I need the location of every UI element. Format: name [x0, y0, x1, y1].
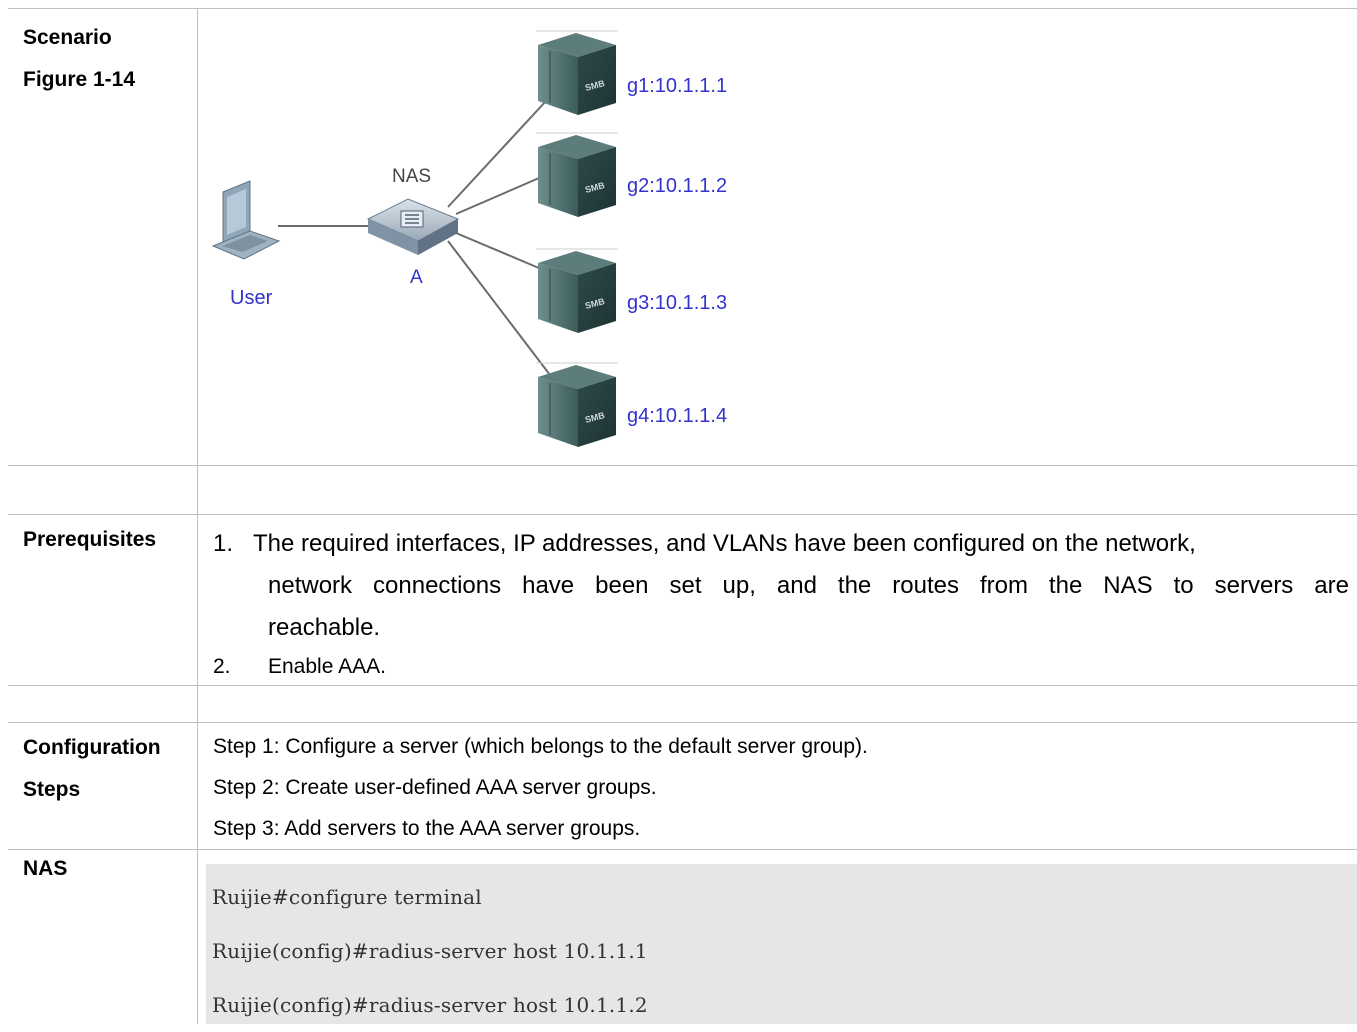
code-line: Ruijie(config)#radius-server host 10.1.1…	[212, 978, 1357, 1032]
prerequisites-label-cell: Prerequisites	[8, 515, 198, 686]
prerequisites-row: Prerequisites 1. The required interfaces…	[8, 515, 1357, 686]
nas-code-cell: Ruijie#configure terminal Ruijie(config)…	[198, 850, 1357, 1025]
spacer-row	[8, 686, 1357, 723]
figure-caption: Figure 1-14	[23, 59, 197, 101]
network-figure-cell: User NAS A	[198, 9, 1357, 466]
code-block: Ruijie#configure terminal Ruijie(config)…	[206, 864, 1357, 1024]
list-item: 1. The required interfaces, IP addresses…	[213, 523, 1349, 565]
step-2: Step 2: Create user-defined AAA server g…	[213, 767, 1357, 808]
code-line: Ruijie#configure terminal	[212, 870, 1357, 924]
code-line: Ruijie(config)#radius-server host 10.1.1…	[212, 924, 1357, 978]
steps-label: Steps	[23, 769, 197, 811]
step-1: Step 1: Configure a server (which belong…	[213, 726, 1357, 767]
server-label-g1: g1:10.1.1.1	[627, 75, 727, 97]
link-nas-g2	[456, 175, 546, 214]
server-label-g4: g4:10.1.1.4	[627, 405, 727, 427]
link-nas-g4	[448, 241, 550, 375]
user-label: User	[230, 287, 273, 309]
nas-device-label: NAS	[392, 166, 431, 187]
network-diagram: User NAS A	[198, 9, 1357, 465]
document-table: Scenario Figure 1-14	[8, 8, 1357, 1024]
switch-a-label: A	[410, 267, 423, 288]
step-3: Step 3: Add servers to the AAA server gr…	[213, 808, 1357, 849]
switch-icon	[368, 199, 458, 255]
scenario-row: Scenario Figure 1-14	[8, 9, 1357, 466]
scenario-label: Scenario	[23, 17, 197, 59]
server-icon-g4: SMB	[536, 363, 618, 447]
list-item: 2. Enable AAA.	[213, 649, 1349, 685]
server-label-g2: g2:10.1.1.2	[627, 175, 727, 197]
link-nas-g1	[448, 101, 546, 207]
configuration-row: Configuration Steps Step 1: Configure a …	[8, 723, 1357, 850]
configuration-label: Configuration	[23, 727, 197, 769]
prerequisites-content: 1. The required interfaces, IP addresses…	[198, 515, 1357, 686]
nas-row: NAS Ruijie#configure terminal Ruijie(con…	[8, 850, 1357, 1025]
server-icon-g1: SMB	[536, 31, 618, 115]
spacer-row	[8, 466, 1357, 515]
scenario-label-cell: Scenario Figure 1-14	[8, 9, 198, 466]
nas-label: NAS	[8, 850, 197, 884]
nas-label-cell: NAS	[8, 850, 198, 1025]
configuration-label-cell: Configuration Steps	[8, 723, 198, 850]
server-icon-g2: SMB	[536, 133, 618, 217]
server-icon-g3: SMB	[536, 249, 618, 333]
prerequisites-label: Prerequisites	[8, 515, 197, 555]
laptop-icon	[213, 181, 279, 259]
link-nas-g3	[456, 233, 546, 271]
list-item-continuation: reachable.	[213, 607, 1349, 649]
configuration-steps: Step 1: Configure a server (which belong…	[198, 723, 1357, 850]
list-item-continuation: network connections have been set up, an…	[213, 565, 1349, 607]
server-label-g3: g3:10.1.1.3	[627, 292, 727, 314]
